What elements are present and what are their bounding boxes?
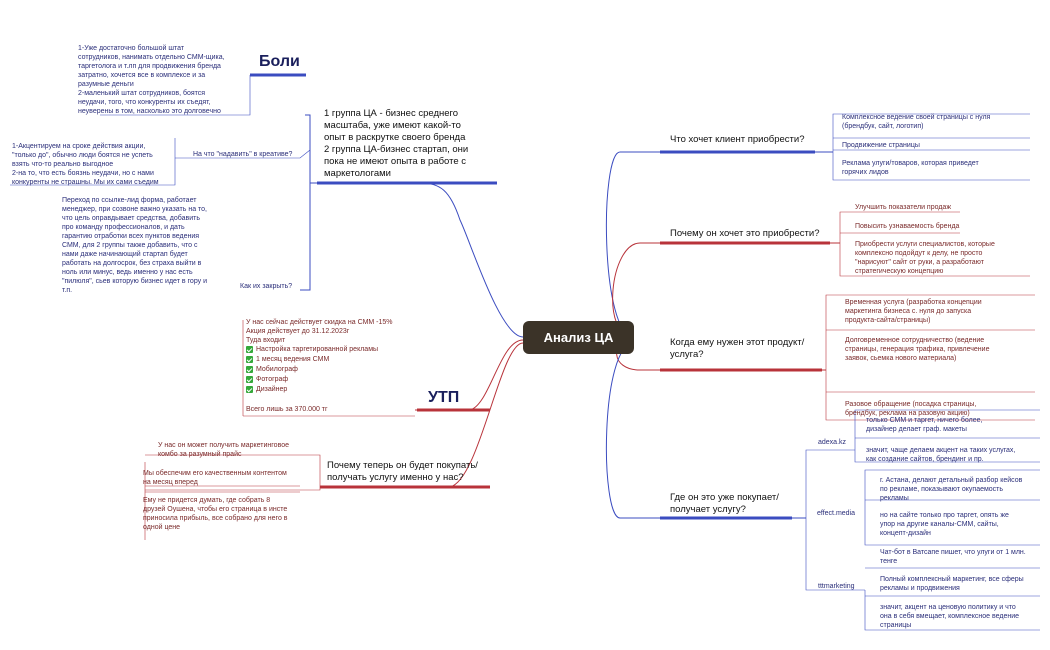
why-us-node[interactable]: Почему теперь он будет покупать/ получат… [327, 460, 478, 483]
question-want-node[interactable]: Что хочет клиент приобрести? [670, 134, 805, 145]
why-want-item: Улучшить показатели продаж [855, 204, 952, 211]
competitor-name[interactable]: tttmarketing [818, 583, 855, 590]
checkbox-icon [246, 346, 253, 353]
utp-item-label: Дизайнер [256, 386, 288, 393]
utp-item-label: Фотограф [256, 376, 289, 383]
want-item: Продвижение страницы [842, 142, 920, 149]
utp-item: Фотограф [246, 375, 288, 384]
pains-text: 1-Уже достаточно большой штат сотруднико… [78, 45, 225, 115]
utp-item-label: Настройка таргетированной рекламы [256, 346, 379, 353]
competitor-note: но на сайте только про таргет, опять же … [880, 512, 1009, 537]
pains-title[interactable]: Боли [259, 53, 300, 70]
utp-line: У нас сейчас действует скидка на СММ -15… [246, 319, 393, 326]
utp-item: Настройка таргетированной рекламы [246, 345, 378, 354]
utp-item-label: Мобилограф [256, 366, 298, 373]
utp-line: Туда входит [246, 337, 286, 344]
why-item: Мы обеспечим его качественным контентом … [143, 470, 287, 486]
pressure-text: 1-Акцентируем на сроке действия акции, "… [12, 143, 159, 186]
utp-total: Всего лишь за 370.000 тг [246, 406, 328, 413]
when-item: Разовое обращение (посадка страницы, бре… [845, 401, 977, 417]
checkbox-icon [246, 356, 253, 363]
closing-label[interactable]: Как их закрыть? [240, 283, 293, 290]
utp-item: 1 месяц ведения СММ [246, 355, 329, 364]
checkbox-icon [246, 386, 253, 393]
question-where-node[interactable]: Где он это уже покупает/ получает услугу… [670, 492, 779, 515]
competitor-note: г. Астана, делают детальный разбор кейсо… [880, 477, 1023, 502]
want-item: Комплексное ведение своей страницы с нул… [842, 114, 991, 130]
central-node[interactable]: Анализ ЦА [523, 321, 634, 354]
when-item: Долговременное сотрудничество (ведение с… [845, 337, 990, 362]
target-audience-node[interactable]: 1 группа ЦА - бизнес среднего масштаба, … [324, 108, 469, 179]
utp-item: Дизайнер [246, 385, 287, 394]
utp-item: Мобилограф [246, 365, 298, 374]
why-item: Ему не придется думать, где собрать 8 др… [143, 497, 288, 531]
competitor-note: Чат-бот в Ватсапе пишет, что улуги от 1 … [880, 549, 1026, 565]
why-want-item: Приобрести услуги специалистов, которые … [855, 241, 995, 275]
competitor-name[interactable]: adexa.kz [818, 439, 847, 446]
why-want-item: Повысить узнаваемость бренда [855, 223, 960, 230]
want-item: Реклама улуги/товаров, которая приведет … [842, 160, 979, 176]
closing-text: Переход по ссылке-лид форма, работает ме… [62, 197, 207, 294]
question-when-node[interactable]: Когда ему нужен этот продукт/ услуга? [670, 337, 805, 360]
utp-title[interactable]: УТП [428, 389, 460, 406]
competitor-note: только СММ и таргет, ничего более, дизай… [866, 417, 983, 433]
checkbox-icon [246, 366, 253, 373]
why-item: У нас он может получить маркетинговое ко… [158, 442, 289, 458]
question-why-node[interactable]: Почему он хочет это приобрести? [670, 228, 820, 239]
competitor-note: значит, акцент на ценовую политику и что… [880, 604, 1020, 629]
when-item: Временная услуга (разработка концепции м… [845, 299, 982, 324]
competitor-note: значит, чаще делаем акцент на таких услу… [866, 447, 1016, 463]
utp-line: Акция действует до 31.12.2023г [246, 328, 350, 335]
checkbox-icon [246, 376, 253, 383]
competitor-name[interactable]: effect.media [817, 510, 856, 517]
utp-item-label: 1 месяц ведения СММ [256, 356, 330, 363]
pressure-label[interactable]: На что "надавить" в креативе? [193, 151, 293, 158]
competitor-note: Полный комплексный маркетинг, все сферы … [880, 576, 1024, 592]
